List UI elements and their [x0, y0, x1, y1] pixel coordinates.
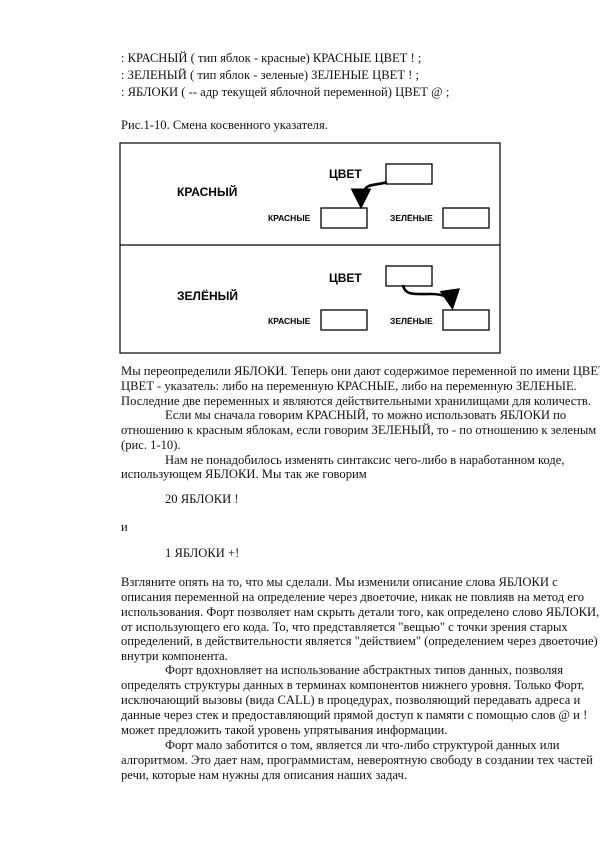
top-pointer-box	[385, 163, 433, 185]
paragraph-line: отношению к красным яблокам, если говори…	[121, 423, 597, 437]
paragraph-line: внутри компонента.	[121, 649, 228, 663]
bottom-panel-title: ЗЕЛЁНЫЙ	[177, 288, 238, 303]
paragraph-line: может предложить такой уровень упрятыван…	[121, 723, 448, 737]
top-panel-title: КРАСНЫЙ	[177, 184, 237, 199]
bottom-var1-label: КРАСНЫЕ	[268, 316, 311, 326]
paragraph-line: использования. Форт позволяет нам скрыть…	[121, 605, 600, 619]
paragraph-line: Взгляните опять на то, что мы сделали. М…	[121, 575, 558, 589]
figure-indirect-pointer: КРАСНЫЙ ЦВЕТ КРАСНЫЕ ЗЕЛЁНЫЕ ЗЕЛЁНЫЙ ЦВЕ…	[119, 142, 501, 354]
paragraph-line: от использующего его кода. То, что предс…	[121, 620, 568, 634]
code-line: : ЯБЛОКИ ( -- адр текущей яблочной перем…	[121, 85, 450, 99]
paragraph-line: определений, в действительности является…	[121, 634, 598, 648]
bottom-pointer-label: ЦВЕТ	[329, 271, 362, 285]
bottom-var2-box	[442, 309, 490, 331]
figure-frame	[119, 142, 501, 354]
paragraph-line: Форт вдохновляет на использование абстра…	[165, 663, 563, 677]
paragraph-line: описания переменной на определение через…	[121, 590, 585, 604]
paragraph-line: данные через стек и предоставляющий прям…	[121, 708, 588, 722]
bottom-var1-box	[320, 309, 368, 331]
top-var2-label: ЗЕЛЁНЫЕ	[390, 213, 433, 223]
paragraph-line: Мы переопределили ЯБЛОКИ. Теперь они даю…	[121, 364, 600, 378]
paragraph-line: ЦВЕТ - указатель: либо на переменную КРА…	[121, 379, 577, 393]
paragraph-line: Если мы сначала говорим КРАСНЫЙ, то можн…	[165, 408, 567, 422]
paragraph-line: речи, которые нам нужны для описания наш…	[121, 768, 407, 782]
figure-caption: Рис.1-10. Смена косвенного указателя.	[121, 118, 328, 132]
code-line: : ЗЕЛЕНЫЙ ( тип яблок - зеленые) ЗЕЛЕНЫЕ…	[121, 68, 420, 82]
paragraph-line: определять структуры данных в терминах к…	[121, 678, 585, 692]
top-pointer-arrow	[350, 180, 388, 210]
paragraph-line: алгоритмом. Это дает нам, программистам,…	[121, 753, 593, 767]
bottom-var2-label: ЗЕЛЁНЫЕ	[390, 316, 433, 326]
paragraph-line: Последние две переменных и являются дейс…	[121, 394, 591, 408]
code-example: 1 ЯБЛОКИ +!	[165, 546, 240, 560]
bottom-pointer-arrow	[401, 284, 461, 311]
code-example: 20 ЯБЛОКИ !	[165, 492, 239, 506]
top-pointer-label: ЦВЕТ	[329, 167, 362, 181]
conjunction-text: и	[121, 520, 128, 534]
paragraph-line: Форт мало заботится о том, является ли ч…	[165, 738, 560, 752]
paragraph-line: исключающий вызовы (вида CALL) в процеду…	[121, 693, 581, 707]
code-line: : КРАСНЫЙ ( тип яблок - красные) КРАСНЫЕ…	[121, 51, 422, 65]
top-var1-box	[320, 207, 368, 229]
bottom-pointer-box	[385, 265, 433, 287]
paragraph-line: (рис. 1-10).	[121, 438, 181, 452]
paragraph-line: Нам не понадобилось изменять синтаксис ч…	[165, 453, 565, 467]
top-var2-box	[442, 207, 490, 229]
paragraph-line: использующем ЯБЛОКИ. Мы так же говорим	[121, 467, 367, 481]
top-var1-label: КРАСНЫЕ	[268, 213, 311, 223]
